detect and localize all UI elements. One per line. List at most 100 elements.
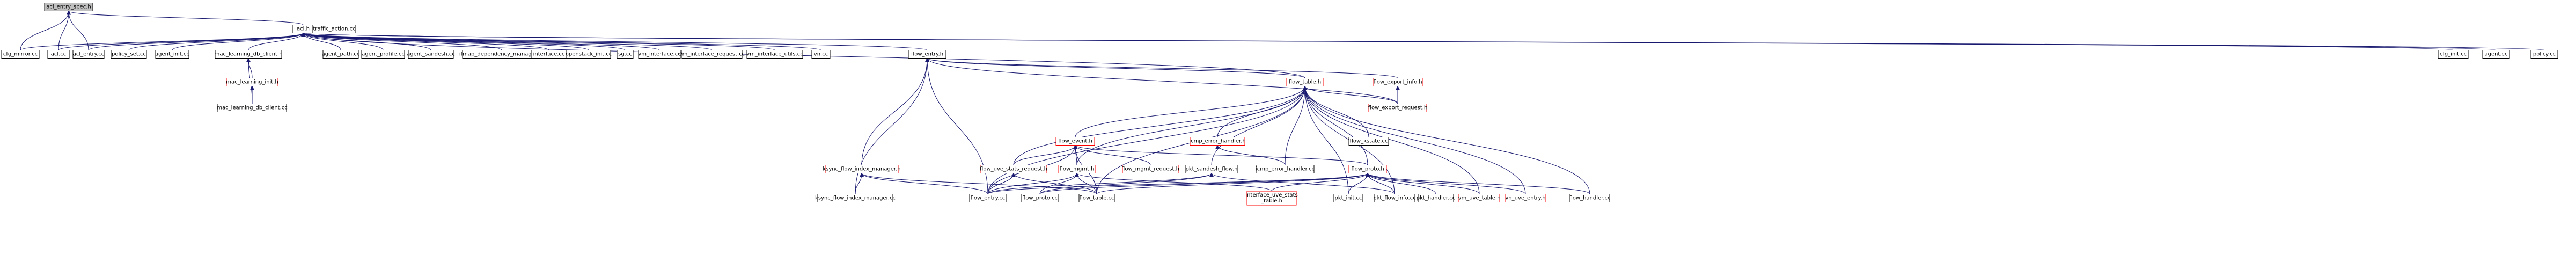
node-flow-entry-cc[interactable]: flow_entry.cc <box>969 194 1007 202</box>
node-label: pkt_flow_info.cc <box>1373 195 1415 201</box>
node-label: flow_entry.cc <box>971 195 1006 201</box>
edge-flow_proto_cc-to-pkt_sandesh_flow_h <box>1039 172 1214 194</box>
node-agent-path[interactable]: agent_path.cc <box>322 50 360 59</box>
node-box <box>1373 78 1423 86</box>
node-vm-interface-request[interactable]: vm_interface_request.cc <box>679 50 745 59</box>
node-flow-export-request-h[interactable]: flow_export_request.h <box>1368 104 1428 112</box>
node-pkt-handler[interactable]: pkt_handler.cc <box>1417 194 1456 202</box>
node-box <box>408 50 454 59</box>
node-flow-mgmt-h[interactable]: flow_mgmt.h <box>1058 165 1096 173</box>
node-acl-entry-cc[interactable]: acl_entry.cc <box>72 50 105 59</box>
node-label: agent.cc <box>2484 52 2507 57</box>
node-box <box>2438 50 2469 59</box>
node-label: ifmap_dependency_manager.cc <box>459 52 544 57</box>
node-ksync-flow-index-manager-cc[interactable]: ksync_flow_index_manager.cc <box>815 194 896 202</box>
edge-flow_table_cc-to-flow_uve_stats_request_h <box>1011 172 1097 194</box>
node-label: flow_mgmt.h <box>1060 166 1095 172</box>
node-icmp-error-handler-h[interactable]: icmp_error_handler.h <box>1189 137 1246 146</box>
edge-ifmap_dep-to-acl_h <box>301 32 502 50</box>
node-flow-uve-stats-request-h[interactable]: flow_uve_stats_request.h <box>980 165 1047 173</box>
node-box <box>681 50 743 59</box>
node-label: policy_set.cc <box>112 52 146 57</box>
node-openstack-init[interactable]: openstack_init.cc <box>566 50 612 59</box>
node-pkt-init[interactable]: pkt_init.cc <box>1333 194 1363 202</box>
node-label: vn.cc <box>814 52 828 57</box>
node-agent-sandesh[interactable]: agent_sandesh.cc <box>407 50 455 59</box>
node-label: traffic_action.cc <box>313 26 355 32</box>
node-mac-learning-db-client-h[interactable]: mac_learning_db_client.h <box>215 50 283 59</box>
node-flow-proto-cc[interactable]: flow_proto.cc <box>1021 194 1059 202</box>
node-policy-set[interactable]: policy_set.cc <box>111 50 147 59</box>
edge-flow_entry_cc-to-flow_table_h <box>987 85 1307 194</box>
node-agent-profile[interactable]: agent_profile.cc <box>361 50 405 59</box>
node-flow-mgmt-request-h[interactable]: flow_mgmt_request.h <box>1121 165 1179 173</box>
edge-flow_proto_cc-to-flow_proto_h <box>1039 172 1370 194</box>
edge-vm_uve_table_h-to-flow_table_h <box>1303 85 1480 194</box>
node-flow-export-info-h[interactable]: flow_export_info.h <box>1373 78 1423 86</box>
node-vn-cc[interactable]: vn.cc <box>811 50 831 59</box>
node-box <box>811 50 831 59</box>
edge-flow_export_info_h-to-flow_entry_h <box>925 57 1398 78</box>
edge-flow_entry_h-to-acl_h <box>301 32 928 50</box>
node-flow-kstate[interactable]: flow_kstate.cc <box>1348 137 1389 146</box>
node-label: mac_learning_db_client.cc <box>217 105 288 111</box>
node-mac-learning-init[interactable]: mac_learning_init.h <box>226 78 278 86</box>
node-box <box>361 50 405 59</box>
node-cfg-init[interactable]: cfg_init.cc <box>2438 50 2469 59</box>
node-flow-event-h[interactable]: flow_event.h <box>1055 137 1095 146</box>
node-label: flow_proto.cc <box>1022 195 1058 201</box>
node-acl-cc[interactable]: acl.cc <box>47 50 70 59</box>
node-label: flow_table.cc <box>1079 195 1114 201</box>
node-label: acl_entry.cc <box>73 52 105 57</box>
node-label: pkt_sandesh_flow.h <box>1186 166 1238 172</box>
node-interface-cc[interactable]: interface.cc <box>531 50 567 59</box>
node-box <box>217 104 287 112</box>
node-box <box>1190 137 1245 146</box>
node-box <box>1286 78 1324 86</box>
edge-pkt_init-to-flow_table_h <box>1303 85 1349 194</box>
node-label: cfg_init.cc <box>2440 52 2467 57</box>
node-label: flow_export_info.h <box>1373 79 1422 85</box>
node-label: flow_uve_stats_request.h <box>980 166 1047 172</box>
edge-acl_h-to-acl_entry_spec <box>67 10 304 25</box>
node-box <box>1078 194 1115 202</box>
node-box <box>1246 191 1297 206</box>
node-flow-handler[interactable]: flow_handler.cc <box>1569 194 1611 202</box>
node-cfg-mirror[interactable]: cfg_mirror.cc <box>1 50 40 59</box>
node-agent-cc[interactable]: agent.cc <box>2482 50 2510 59</box>
node-flow-entry-h[interactable]: flow_entry.h <box>908 50 946 59</box>
node-vn-uve-entry-h[interactable]: vn_uve_entry.h <box>1505 194 1546 202</box>
node-acl-entry-spec[interactable]: acl_entry_spec.h <box>44 3 93 11</box>
node-icmp-error-handler-cc[interactable]: icmp_error_handler.cc <box>1256 165 1315 173</box>
node-vm-interface[interactable]: vm_interface.cc <box>638 50 681 59</box>
node-mac-learning-db-client-cc[interactable]: mac_learning_db_client.cc <box>217 104 288 112</box>
node-interface-uve-stats-table-h[interactable]: interface_uve_stats_table.h <box>1245 191 1298 206</box>
edge-flow_mgmt_request_h-to-flow_event_h <box>1073 144 1151 165</box>
edge-ksync_flow_index_manager_cc-to-flow_entry_h <box>855 57 929 194</box>
node-box <box>638 50 681 59</box>
node-flow-table-cc[interactable]: flow_table.cc <box>1078 194 1115 202</box>
node-acl-h[interactable]: acl.h <box>292 25 314 33</box>
node-flow-proto-h[interactable]: flow_proto.h <box>1348 165 1387 173</box>
node-label: sg.cc <box>618 52 632 57</box>
node-vm-uve-table-h[interactable]: vm_uve_table.h <box>1458 194 1501 202</box>
node-sg-cc[interactable]: sg.cc <box>617 50 634 59</box>
node-box <box>1021 194 1059 202</box>
node-pkt-flow-info[interactable]: pkt_flow_info.cc <box>1373 194 1416 202</box>
node-vm-interface-utils[interactable]: vm_interface_utils.cc <box>746 50 803 59</box>
node-traffic-action[interactable]: traffic_action.cc <box>312 25 356 33</box>
node-policy-cc[interactable]: policy.cc <box>2530 50 2558 59</box>
node-agent-init[interactable]: agent_init.cc <box>155 50 189 59</box>
node-label: flow_mgmt_request.h <box>1121 166 1179 172</box>
node-box <box>817 194 893 202</box>
node-ksync-flow-index-manager-h[interactable]: ksync_flow_index_manager.h <box>823 165 901 173</box>
node-label: flow_table.h <box>1289 79 1321 85</box>
node-flow-table-h[interactable]: flow_table.h <box>1286 78 1324 86</box>
node-pkt-sandesh-flow-h[interactable]: pkt_sandesh_flow.h <box>1185 165 1238 173</box>
edge-interface_uve_stats_table_h-to-flow_mgmt_h <box>1075 172 1272 192</box>
node-box <box>1058 165 1096 173</box>
edge-flow_mgmt_h-to-flow_table_h <box>1076 85 1307 165</box>
edge-flow_handler-to-flow_table_h <box>1303 85 1590 194</box>
node-box <box>825 165 899 173</box>
node-box <box>1256 165 1315 173</box>
